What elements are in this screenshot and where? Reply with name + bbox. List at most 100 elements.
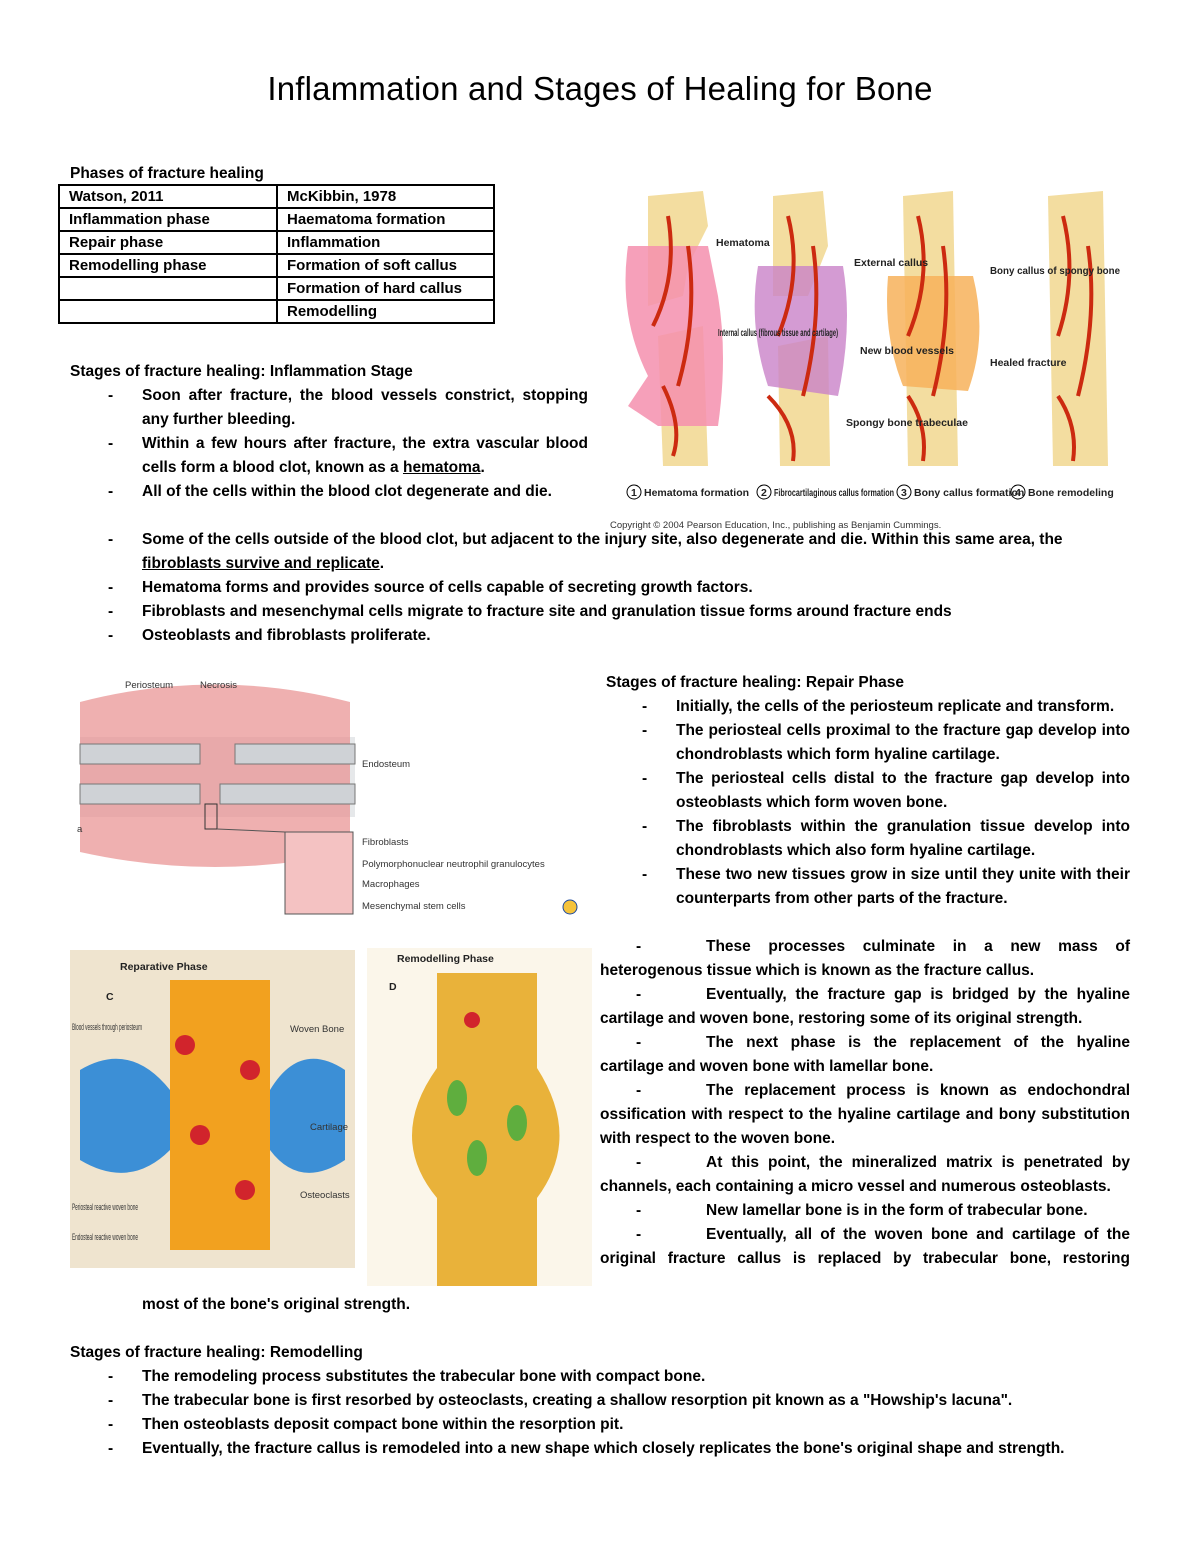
stage4-bone (1048, 191, 1108, 466)
table-row: Remodelling (58, 299, 495, 324)
fracture-stages-figure: Hematoma Internal callus (fibrous tissue… (610, 191, 1120, 531)
label-osteoclasts: Osteoclasts (300, 1190, 350, 1201)
list-item: These two new tissues grow in size until… (604, 863, 1130, 911)
list-item: Then osteoblasts deposit compact bone wi… (70, 1413, 1150, 1437)
list-item: All of the cells within the blood clot d… (70, 480, 588, 504)
repair-paragraph: -Eventually, the fracture gap is bridged… (600, 986, 1130, 1027)
copyright: Copyright © 2004 Pearson Education, Inc.… (610, 520, 941, 531)
table-cell: Formation of hard callus (276, 276, 495, 301)
repair-paragraphs: -These processes culminate in a new mass… (600, 935, 1130, 1271)
label-bony-callus: Bony callus of spongy bone (990, 265, 1120, 277)
label-msc: Mesenchymal stem cells (362, 901, 466, 912)
inflammation-list-bottom: Some of the cells outside of the blood c… (70, 528, 1140, 648)
fibroblasts-term: fibroblasts survive and replicate (142, 555, 380, 572)
phases-caption: Phases of fracture healing (70, 165, 264, 182)
stage-label: Bone remodeling (1028, 487, 1114, 499)
table-row: Repair phase Inflammation (58, 230, 495, 255)
panel-letter: D (389, 981, 397, 993)
hematoma-term: hematoma (402, 459, 481, 476)
table-row: Watson, 2011 McKibbin, 1978 (58, 184, 495, 209)
label-spongy-bone: Spongy bone trabeculae (846, 417, 968, 429)
stage1-bone (625, 191, 723, 466)
stage-number-badge (756, 484, 772, 500)
table-header: McKibbin, 1978 (276, 184, 495, 209)
label-new-vessels: New blood vessels (860, 345, 954, 357)
page-title: Inflammation and Stages of Healing for B… (267, 70, 933, 107)
table-row: Remodelling phase Formation of soft call… (58, 253, 495, 278)
list-item: Hematoma forms and provides source of ce… (70, 576, 1140, 600)
figure-title: Remodelling Phase (397, 953, 494, 965)
stage-label: Bony callus formation (914, 487, 1024, 499)
list-item: The trabecular bone is first resorbed by… (70, 1389, 1150, 1413)
stage-number: 1 (631, 487, 637, 499)
label-endosteum: Endosteum (362, 759, 410, 770)
label-external-callus: External callus (854, 257, 928, 269)
list-item: Soon after fracture, the blood vessels c… (70, 384, 588, 432)
panel-letter: C (106, 991, 114, 1003)
list-item: The remodeling process substitutes the t… (70, 1365, 1150, 1389)
table-row: Inflammation phase Haematoma formation (58, 207, 495, 232)
panel-letter: a (77, 824, 83, 835)
repair-list: Initially, the cells of the periosteum r… (604, 695, 1130, 911)
label-internal-callus: Internal callus (fibrous tissue and cart… (718, 327, 838, 339)
repair-paragraph: -These processes culminate in a new mass… (600, 938, 1130, 979)
list-item: Some of the cells outside of the blood c… (70, 528, 1140, 576)
table-cell: Repair phase (58, 230, 278, 255)
inflammation-figure: Periosteum Necrosis Endosteum Fibroblast… (77, 680, 578, 915)
stage-number-badge (1010, 484, 1026, 500)
label-cartilage: Cartilage (310, 1122, 348, 1133)
list-item: Within a few hours after fracture, the e… (70, 432, 588, 480)
label-periosteum: Periosteum (125, 680, 173, 691)
label-endosteal-reactive: Endosteal reactive woven bone (72, 1232, 138, 1243)
label-fibroblasts: Fibroblasts (362, 837, 409, 848)
label-necrosis: Necrosis (200, 680, 237, 691)
table-header: Watson, 2011 (58, 184, 278, 209)
stage-number-badge (626, 484, 642, 500)
stage3-bone (887, 191, 980, 466)
phases-table: Watson, 2011 McKibbin, 1978 Inflammation… (58, 184, 495, 324)
remodelling-figure: Remodelling Phase D (367, 948, 592, 1286)
list-item: The fibroblasts within the granulation t… (604, 815, 1130, 863)
stage-number-badge (896, 484, 912, 500)
reparative-figure: Reparative Phase C Blood vessels through… (70, 950, 355, 1268)
figure-title: Reparative Phase (120, 961, 208, 973)
inflammation-heading: Stages of fracture healing: Inflammation… (70, 363, 413, 380)
list-item: Fibroblasts and mesenchymal cells migrat… (70, 600, 1140, 624)
logo-icon (562, 899, 578, 915)
inflammation-list-top: Soon after fracture, the blood vessels c… (70, 384, 588, 504)
table-cell (58, 276, 278, 301)
stage-label: Hematoma formation (644, 487, 749, 499)
stage-number: 4 (1015, 487, 1021, 499)
list-item: The periosteal cells proximal to the fra… (604, 719, 1130, 767)
label-healed-fracture: Healed fracture (990, 357, 1067, 369)
stage-number: 2 (761, 487, 767, 499)
label-woven: Woven Bone (290, 1024, 344, 1035)
label-macrophages: Macrophages (362, 879, 420, 890)
repair-paragraph: -The replacement process is known as end… (600, 1082, 1130, 1147)
list-item: Eventually, the fracture callus is remod… (70, 1437, 1150, 1461)
table-cell: Formation of soft callus (276, 253, 495, 278)
stage-number: 3 (901, 487, 907, 499)
repair-paragraph: -At this point, the mineralized matrix i… (600, 1154, 1130, 1195)
table-cell: Remodelling (276, 299, 495, 324)
table-cell: Haematoma formation (276, 207, 495, 232)
list-item: The periosteal cells distal to the fract… (604, 767, 1130, 815)
remodelling-list: The remodeling process substitutes the t… (70, 1365, 1150, 1461)
table-cell: Inflammation (276, 230, 495, 255)
repair-paragraph: -The next phase is the replacement of th… (600, 1034, 1130, 1075)
repair-paragraph: -Eventually, all of the woven bone and c… (600, 1226, 1130, 1267)
label-periosteal-reactive: Periosteal reactive woven bone (72, 1202, 138, 1213)
table-cell: Remodelling phase (58, 253, 278, 278)
label-vessels: Blood vessels through periosteum (72, 1022, 142, 1033)
label-hematoma: Hematoma (716, 237, 770, 249)
stage-label: Fibrocartilaginous callus formation (774, 487, 894, 499)
table-cell: Inflammation phase (58, 207, 278, 232)
list-item: Initially, the cells of the periosteum r… (604, 695, 1130, 719)
repair-heading: Stages of fracture healing: Repair Phase (606, 674, 905, 691)
table-row: Formation of hard callus (58, 276, 495, 301)
repair-tail: most of the bone's original strength. (142, 1296, 411, 1313)
table-cell (58, 299, 278, 324)
remodelling-heading: Stages of fracture healing: Remodelling (70, 1344, 363, 1361)
list-item: Osteoblasts and fibroblasts proliferate. (70, 624, 1140, 648)
label-pmn: Polymorphonuclear neutrophil granulocyte… (362, 859, 545, 870)
